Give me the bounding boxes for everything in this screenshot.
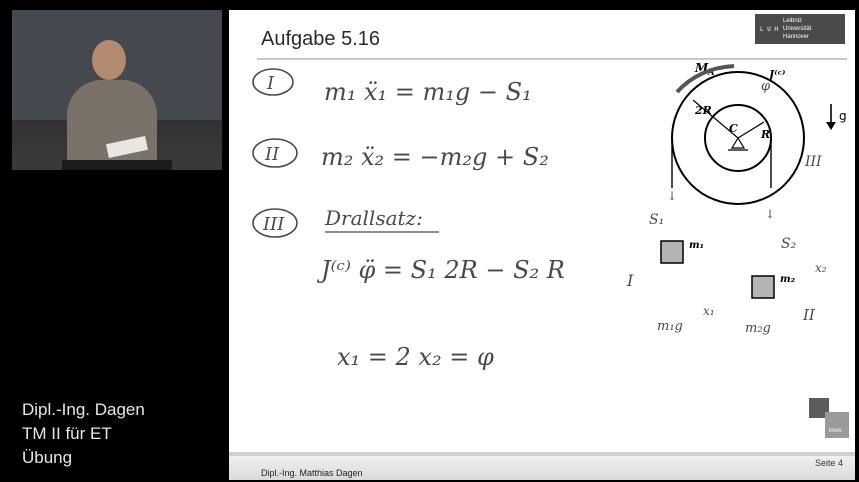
slide-footer	[229, 452, 855, 480]
luh-logo-line1: Leibniz	[783, 18, 803, 24]
footer-rule	[229, 452, 855, 456]
label-m2: m₂	[780, 274, 796, 285]
label-s2: S₂	[781, 236, 797, 252]
equation-label-2: II	[264, 144, 280, 165]
ellipse-label-1	[252, 68, 294, 96]
equation-label-1: I	[266, 73, 275, 94]
equation-3: J⁽ᶜ⁾ φ̈ = S₁ 2R − S₂ R	[316, 256, 565, 284]
rope-2-arrow: ↓	[765, 207, 775, 221]
gravity-arrowhead	[826, 122, 836, 130]
roman-II: II	[802, 306, 816, 324]
luh-logo-line3: Hannover	[783, 34, 810, 40]
luh-logo-text: Leibniz Universität Hannover	[783, 17, 843, 41]
equation-label-3: III	[262, 214, 285, 235]
label-gravity: g	[839, 109, 847, 123]
equation-2: m₂ ẍ₂ = −m₂g + S₂	[321, 143, 549, 171]
mass-1-block	[660, 240, 684, 264]
equation-1: m₁ ẍ₁ = m₁g − S₁	[324, 78, 532, 106]
equation-4: x₁ = 2 x₂ = φ	[337, 343, 494, 371]
luh-logo-mark: L U H	[759, 25, 779, 33]
label-C: C	[729, 122, 738, 135]
label-phi: φ	[761, 79, 771, 94]
footer-author: Dipl.-Ing. Matthias Dagen	[261, 468, 363, 478]
label-w1: m₁g	[657, 319, 683, 334]
radius-R-line	[737, 121, 765, 139]
imes-logo-text: imes	[829, 428, 842, 434]
label-x1: x₁	[703, 304, 715, 318]
label-x2: x₂	[815, 261, 827, 275]
bearing-icon	[730, 136, 746, 149]
label-inertia: J⁽ᶜ⁾	[767, 68, 785, 81]
video-sidebar: Dipl.-Ing. Dagen TM II für ET Übung	[0, 0, 224, 482]
lecturer-head	[92, 40, 126, 80]
label-s1: S₁	[649, 212, 664, 228]
ellipse-label-2	[252, 138, 298, 168]
lecture-slide: Aufgabe 5.16 L U H Leibniz Universität H…	[229, 10, 855, 480]
roman-III: III	[804, 154, 822, 170]
roman-I: I	[626, 271, 634, 290]
mass-2-block	[751, 275, 775, 299]
pulley-diagram: 2R R C MA J⁽ᶜ⁾ φ g III ↓ ↓ S₁ S₂ m₁ m₂ I…	[626, 61, 847, 336]
label-2R: 2R	[694, 104, 712, 117]
ellipse-label-3	[252, 208, 298, 238]
lectern	[62, 160, 172, 170]
lecturer-video[interactable]	[12, 10, 222, 170]
course-lecturer: Dipl.-Ing. Dagen	[22, 400, 145, 419]
course-type: Übung	[22, 448, 73, 467]
equation-heading-3: Drallsatz:	[324, 206, 423, 230]
course-title: TM II für ET	[22, 424, 112, 443]
rope-1-arrow: ↓	[667, 189, 677, 203]
label-R: R	[760, 128, 770, 141]
handwriting-board: I m₁ ẍ₁ = m₁g − S₁ II m₂ ẍ₂ = −m₂g + S₂ …	[252, 61, 847, 371]
slide-title: Aufgabe 5.16	[261, 28, 380, 50]
radius-2R-line	[692, 99, 739, 139]
course-info: Dipl.-Ing. Dagen TM II für ET Übung	[22, 398, 222, 470]
imes-logo: imes	[809, 398, 851, 438]
title-divider	[257, 58, 847, 60]
imes-logo-square-dark	[809, 398, 829, 418]
luh-logo-line2: Universität	[783, 26, 812, 32]
luh-logo: L U H Leibniz Universität Hannover	[755, 14, 845, 44]
label-w2: m₂g	[745, 321, 771, 336]
imes-logo-square-light	[825, 412, 849, 438]
moment-arrow	[675, 64, 735, 94]
label-m1: m₁	[689, 240, 704, 251]
footer-page-number: Seite 4	[814, 458, 843, 468]
